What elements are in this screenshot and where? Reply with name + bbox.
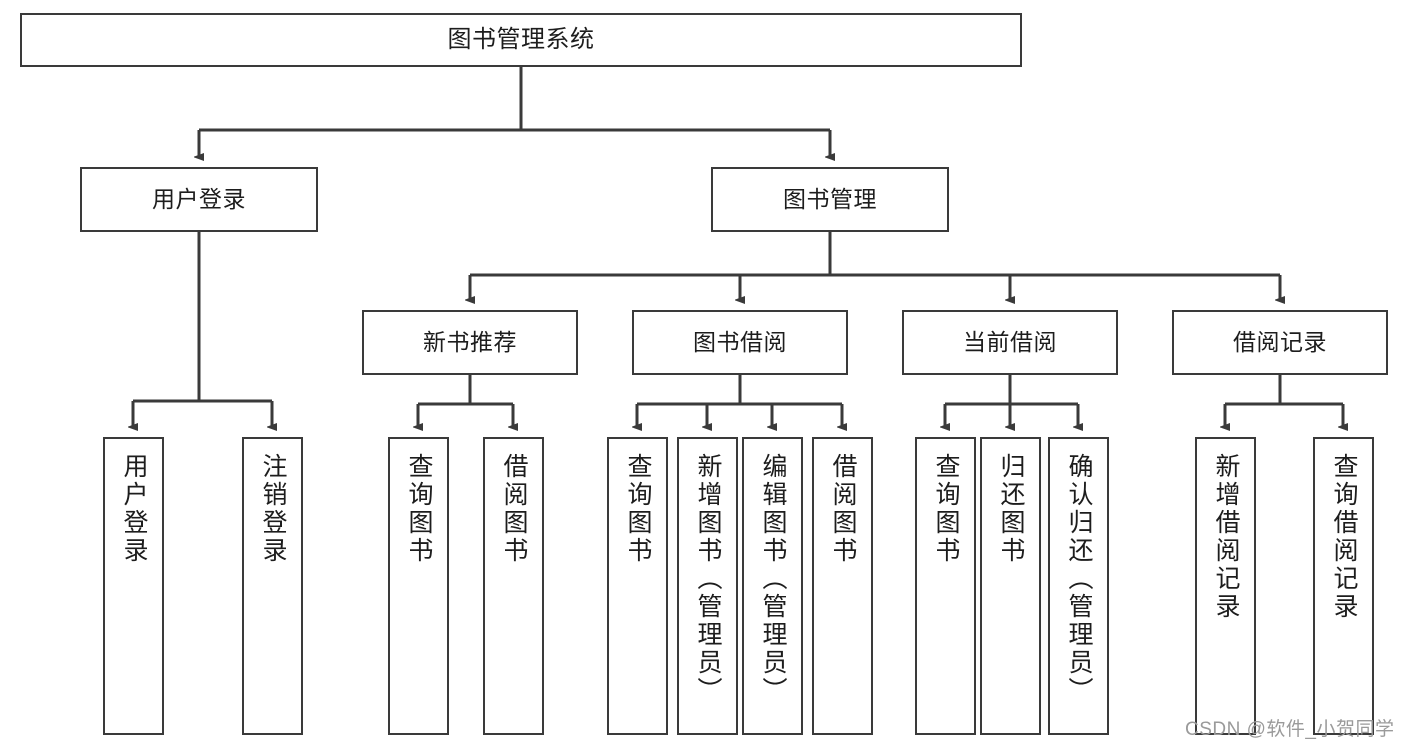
node-root[interactable]: 图书管理系统 xyxy=(20,13,1022,67)
node-leaf-user-logout-label: 注销登录 xyxy=(259,453,287,565)
node-leaf-add-record-label: 新增借阅记录 xyxy=(1212,453,1240,621)
node-leaf-edit-book[interactable]: 编辑图书（管理员） xyxy=(742,437,803,735)
watermark-text: CSDN @软件_小贺同学 xyxy=(1185,719,1395,740)
node-current-borrow[interactable]: 当前借阅 xyxy=(902,310,1118,375)
node-leaf-query-book-3-label: 查询图书 xyxy=(932,453,960,565)
node-book-manage[interactable]: 图书管理 xyxy=(711,167,949,232)
node-leaf-borrow-book-1-label: 借阅图书 xyxy=(500,453,528,565)
node-book-manage-label: 图书管理 xyxy=(783,185,877,212)
node-leaf-borrow-book-2[interactable]: 借阅图书 xyxy=(812,437,873,735)
node-leaf-query-book-3[interactable]: 查询图书 xyxy=(915,437,976,735)
node-leaf-edit-book-label: 编辑图书（管理员） xyxy=(759,453,787,705)
node-leaf-query-book-1[interactable]: 查询图书 xyxy=(388,437,449,735)
node-borrow-record[interactable]: 借阅记录 xyxy=(1172,310,1388,375)
node-current-borrow-label: 当前借阅 xyxy=(963,328,1057,355)
node-leaf-borrow-book-1[interactable]: 借阅图书 xyxy=(483,437,544,735)
node-leaf-user-login[interactable]: 用户登录 xyxy=(103,437,164,735)
node-user-login-label: 用户登录 xyxy=(152,185,246,212)
node-leaf-borrow-book-2-label: 借阅图书 xyxy=(829,453,857,565)
node-leaf-add-book[interactable]: 新增图书（管理员） xyxy=(677,437,738,735)
node-leaf-confirm-return[interactable]: 确认归还（管理员） xyxy=(1048,437,1109,735)
node-leaf-query-book-2-label: 查询图书 xyxy=(624,453,652,565)
node-new-book-recommend[interactable]: 新书推荐 xyxy=(362,310,578,375)
node-leaf-query-record-label: 查询借阅记录 xyxy=(1330,453,1358,621)
node-leaf-add-record[interactable]: 新增借阅记录 xyxy=(1195,437,1256,735)
node-leaf-return-book[interactable]: 归还图书 xyxy=(980,437,1041,735)
node-leaf-return-book-label: 归还图书 xyxy=(997,453,1025,565)
node-leaf-query-book-2[interactable]: 查询图书 xyxy=(607,437,668,735)
node-root-label: 图书管理系统 xyxy=(447,25,595,53)
node-leaf-query-book-1-label: 查询图书 xyxy=(405,453,433,565)
node-leaf-query-record[interactable]: 查询借阅记录 xyxy=(1313,437,1374,735)
node-leaf-confirm-return-label: 确认归还（管理员） xyxy=(1065,453,1093,705)
node-book-borrow-label: 图书借阅 xyxy=(693,328,787,355)
node-borrow-record-label: 借阅记录 xyxy=(1233,328,1327,355)
node-leaf-user-logout[interactable]: 注销登录 xyxy=(242,437,303,735)
node-leaf-user-login-label: 用户登录 xyxy=(120,453,148,565)
node-user-login[interactable]: 用户登录 xyxy=(80,167,318,232)
node-leaf-add-book-label: 新增图书（管理员） xyxy=(694,453,722,705)
node-new-book-recommend-label: 新书推荐 xyxy=(423,328,517,355)
node-book-borrow[interactable]: 图书借阅 xyxy=(632,310,848,375)
